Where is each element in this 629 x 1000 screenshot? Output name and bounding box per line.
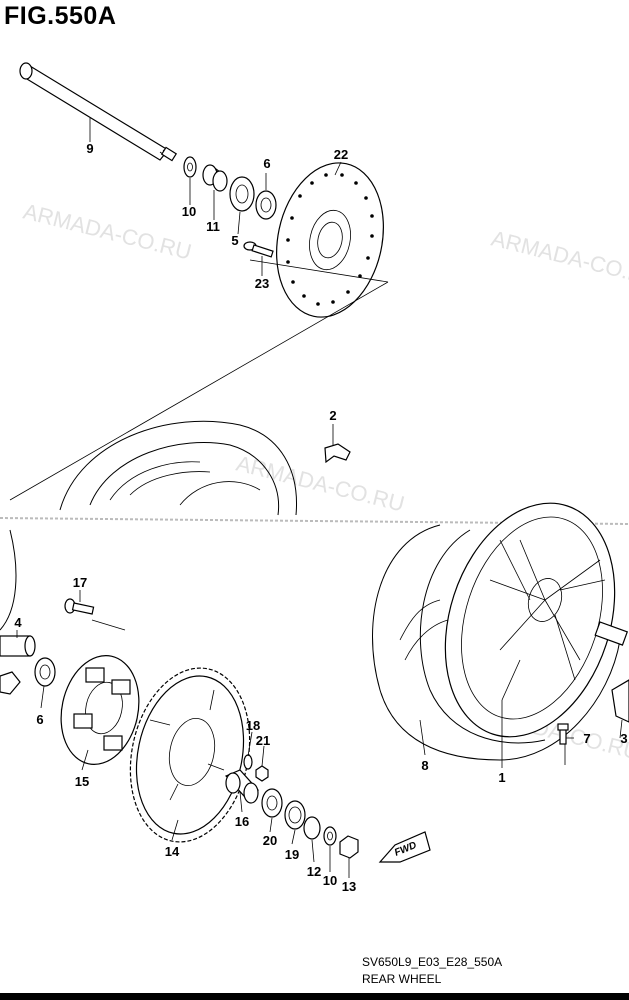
spacer-part-16[interactable] — [224, 769, 260, 804]
callout-10-top[interactable]: 10 — [182, 204, 196, 219]
callouts: 9 6 22 10 11 5 23 2 17 4 6 15 18 21 16 1… — [14, 141, 627, 894]
callout-1[interactable]: 1 — [498, 770, 505, 785]
wheel-part[interactable] — [417, 481, 629, 759]
callout-5[interactable]: 5 — [231, 233, 238, 248]
spacer-part[interactable] — [202, 164, 228, 192]
washer-part-lower[interactable] — [323, 826, 337, 846]
washer-part[interactable] — [183, 156, 197, 178]
callout-9[interactable]: 9 — [86, 141, 93, 156]
watermark-3: ARMADA-CO.RU — [234, 451, 407, 517]
spacer-part-12[interactable] — [303, 816, 321, 840]
callout-4[interactable]: 4 — [14, 615, 22, 630]
brake-disc-part[interactable] — [263, 153, 397, 327]
callout-14[interactable]: 14 — [165, 844, 180, 859]
callout-19[interactable]: 19 — [285, 847, 299, 862]
callout-22[interactable]: 22 — [334, 147, 348, 162]
hub-part-4[interactable] — [0, 635, 36, 657]
watermark-1: ARMADA-CO.RU — [21, 199, 194, 265]
rear-sprocket-part[interactable] — [115, 657, 265, 853]
bottom-border — [0, 993, 629, 1000]
leader-lines — [16, 118, 623, 878]
callout-18[interactable]: 18 — [246, 718, 260, 733]
callout-3[interactable]: 3 — [620, 731, 627, 746]
oil-seal-part[interactable] — [229, 176, 255, 212]
bearing-part-20[interactable] — [261, 788, 283, 818]
callout-21[interactable]: 21 — [256, 733, 270, 748]
bolt-part-23[interactable] — [243, 241, 274, 258]
callout-16[interactable]: 16 — [235, 814, 249, 829]
figure-caption: REAR WHEEL — [362, 972, 442, 986]
clip-part[interactable] — [324, 443, 351, 464]
callout-6-lower[interactable]: 6 — [36, 712, 43, 727]
callout-6-top[interactable]: 6 — [263, 156, 270, 171]
sprocket-carrier-part[interactable] — [51, 648, 148, 771]
callout-15[interactable]: 15 — [75, 774, 89, 789]
nut-part-21[interactable] — [255, 765, 269, 782]
bearing-part-top[interactable] — [255, 190, 277, 220]
figure-title: FIG.550A — [4, 2, 117, 30]
valve-part[interactable] — [557, 723, 569, 745]
callout-17[interactable]: 17 — [73, 575, 87, 590]
bolt-part-17[interactable] — [64, 598, 95, 615]
washer-part-18[interactable] — [243, 754, 253, 770]
callout-7[interactable]: 7 — [583, 731, 590, 746]
oil-seal-part-19[interactable] — [284, 800, 306, 830]
callout-12[interactable]: 12 — [307, 864, 321, 879]
callout-20[interactable]: 20 — [263, 833, 277, 848]
bearing-part-lower[interactable] — [34, 657, 56, 687]
callout-11[interactable]: 11 — [206, 219, 220, 234]
callout-13[interactable]: 13 — [342, 879, 356, 894]
axle-nut-part[interactable] — [339, 835, 359, 859]
fwd-arrow-icon: FWD — [378, 831, 431, 863]
bracket-part-3[interactable] — [611, 679, 629, 723]
figure-code: SV650L9_E03_E28_550A — [362, 955, 502, 969]
tire-top-view — [59, 420, 298, 516]
callout-2[interactable]: 2 — [329, 408, 336, 423]
callout-8[interactable]: 8 — [421, 758, 428, 773]
watermark-2: ARMADA-CO.RU — [489, 226, 629, 292]
callout-10-lower[interactable]: 10 — [323, 873, 337, 888]
axle-part[interactable] — [19, 62, 178, 162]
callout-23[interactable]: 23 — [255, 276, 269, 291]
